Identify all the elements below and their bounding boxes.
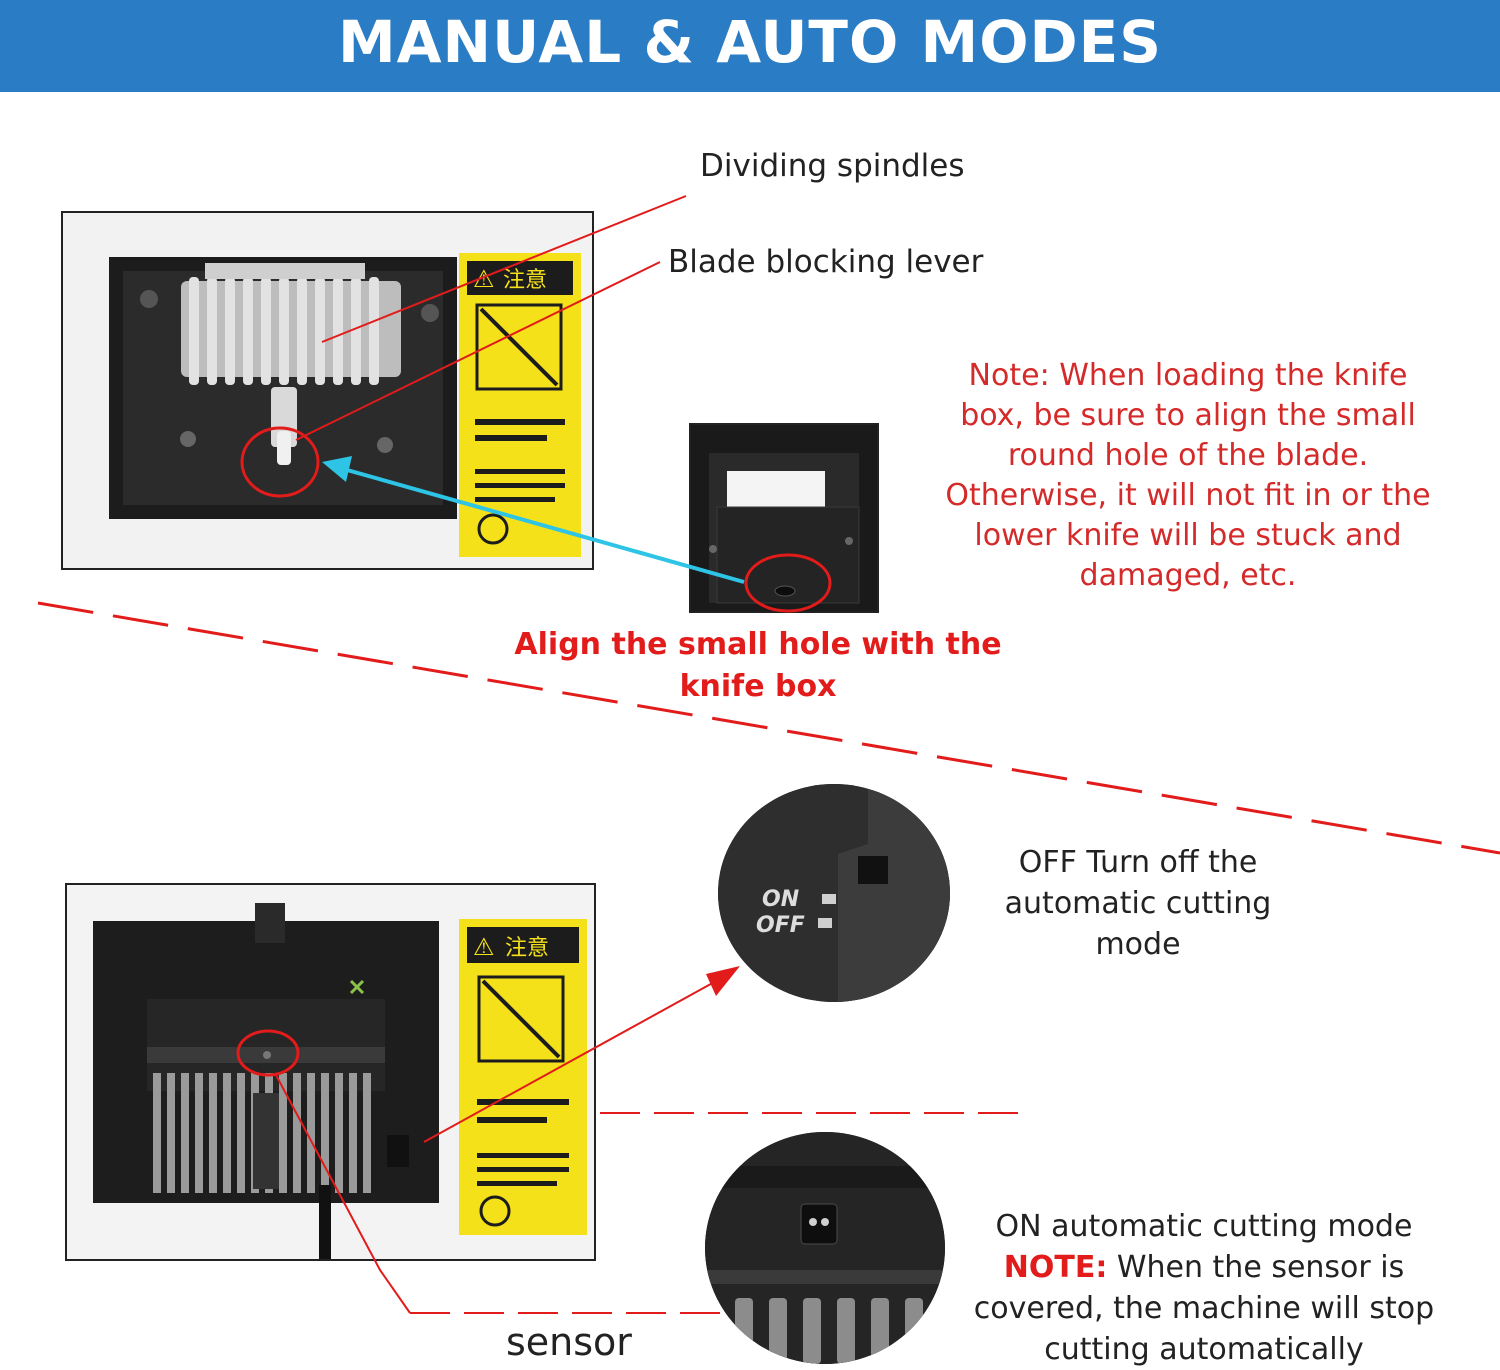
note-line: Otherwise, it will not fit in or the <box>945 478 1431 513</box>
header-banner: MANUAL & AUTO MODES <box>0 0 1500 92</box>
off-line-3: mode <box>1095 927 1181 962</box>
photo-switch-closeup: ON OFF <box>718 784 950 1002</box>
label-dividing-spindles: Dividing spindles <box>700 148 965 184</box>
align-line-2: knife box <box>679 669 837 704</box>
photo-spindles: ⚠ 注意 <box>61 211 594 570</box>
svg-text:⚠: ⚠ <box>473 933 495 961</box>
note-line: lower knife will be stuck and <box>974 518 1402 553</box>
note-knife-box: Note: When loading the knife box, be sur… <box>920 356 1456 596</box>
on-line-4: cutting automatically <box>1044 1332 1364 1367</box>
warning-label-title-2: 注意 <box>505 936 549 961</box>
photo-sensor-closeup <box>705 1132 945 1364</box>
svg-text:⚠: ⚠ <box>473 265 495 293</box>
label-sensor: sensor <box>506 1320 632 1364</box>
on-note-text: When the sensor is <box>1107 1250 1405 1285</box>
on-line-3: covered, the machine will stop <box>973 1291 1435 1326</box>
off-line-1: OFF Turn off the <box>1018 845 1258 880</box>
on-mode-description: ON automatic cutting mode NOTE: When the… <box>944 1206 1464 1370</box>
page-title: MANUAL & AUTO MODES <box>337 8 1163 76</box>
off-mode-description: OFF Turn off the automatic cutting mode <box>968 842 1308 965</box>
switch-arrowhead <box>706 966 740 996</box>
off-line-2: automatic cutting <box>1004 886 1272 921</box>
on-note-label: NOTE: <box>1003 1250 1108 1285</box>
note-line: Note: When loading the knife <box>968 358 1408 393</box>
warning-label-title: 注意 <box>503 268 547 293</box>
switch-off-label: OFF <box>756 913 805 938</box>
align-instruction: Align the small hole with the knife box <box>508 624 1008 708</box>
note-line: box, be sure to align the small <box>960 398 1416 433</box>
switch-on-label: ON <box>762 887 799 912</box>
label-blade-blocking-lever: Blade blocking lever <box>668 244 984 280</box>
note-line: round hole of the blade. <box>1007 438 1369 473</box>
on-line-2: NOTE: When the sensor is <box>944 1247 1464 1288</box>
align-line-1: Align the small hole with the <box>514 627 1002 662</box>
photo-knife-box <box>689 423 879 613</box>
note-line: damaged, etc. <box>1079 558 1297 593</box>
photo-sensor-panel: ⚠ 注意 <box>65 883 596 1261</box>
on-line-1: ON automatic cutting mode <box>995 1209 1413 1244</box>
